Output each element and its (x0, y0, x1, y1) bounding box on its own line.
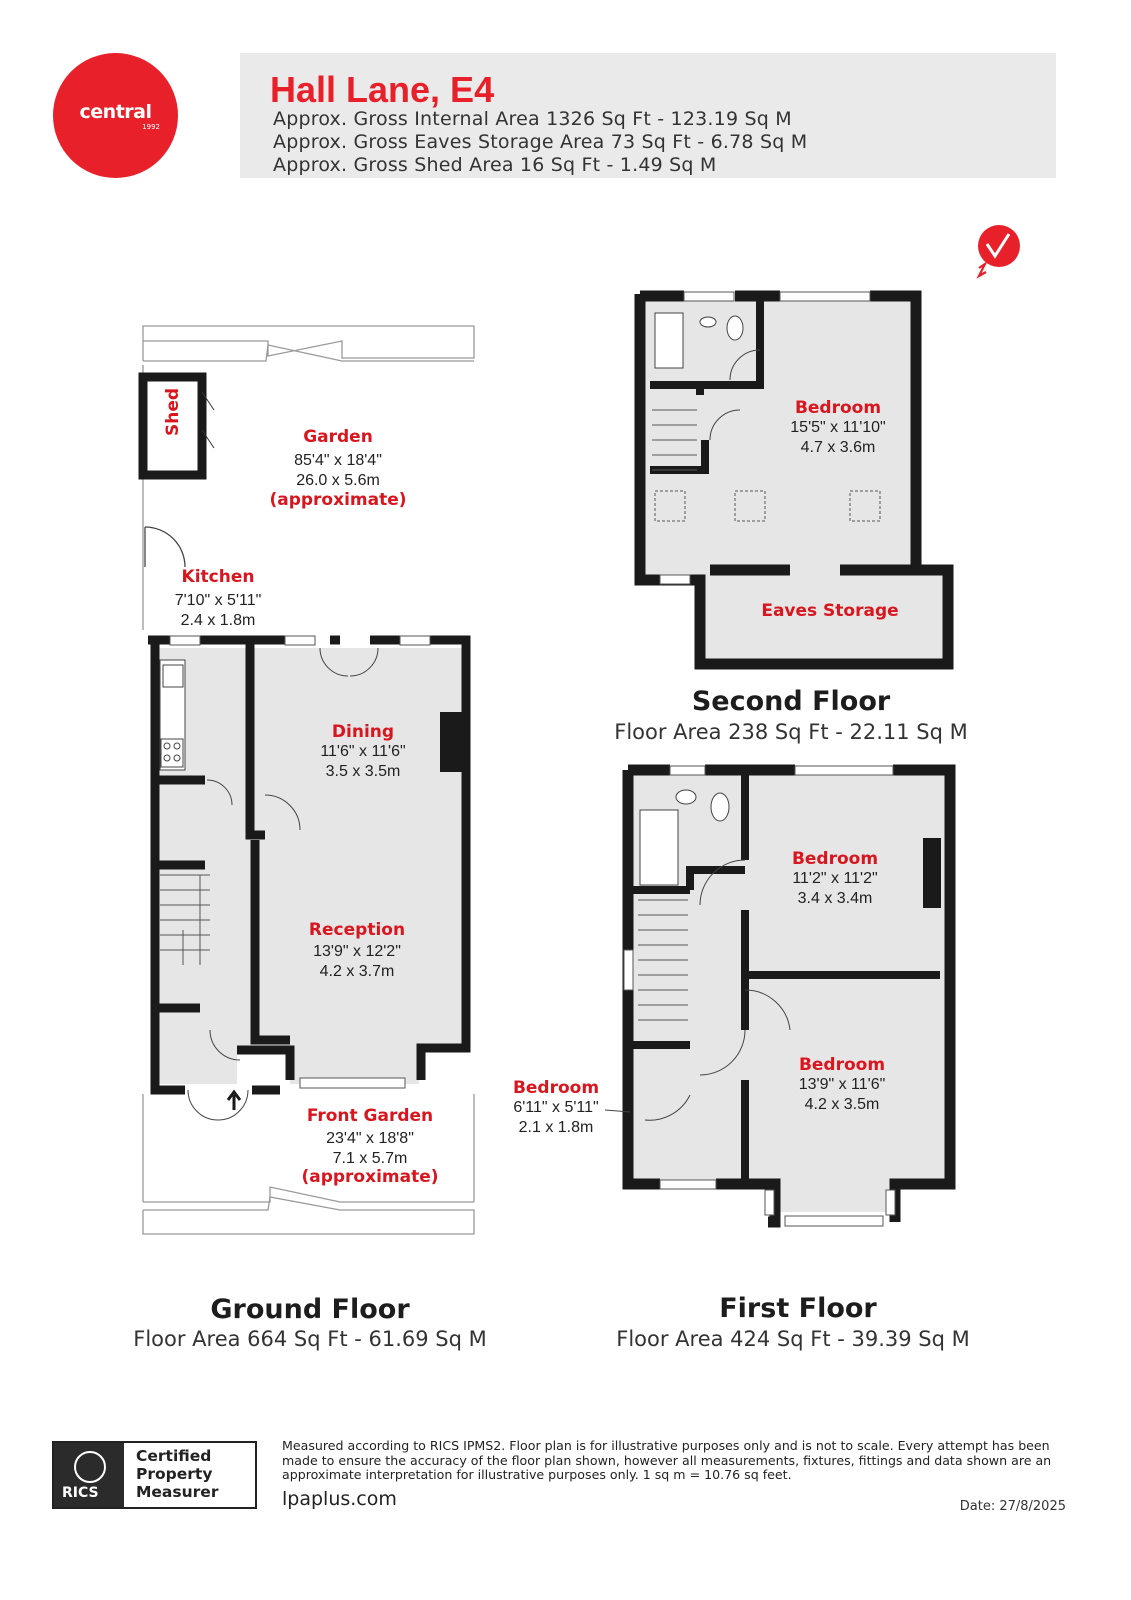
first-floor-area: Floor Area 424 Sq Ft - 39.39 Sq M (616, 1327, 970, 1351)
logo-text: central (79, 101, 152, 123)
gross-internal-area: Approx. Gross Internal Area 1326 Sq Ft -… (273, 108, 792, 130)
first-bedroom-small-name: Bedroom (512, 1078, 600, 1098)
dining-dim-metric: 3.5 x 3.5m (325, 763, 401, 780)
first-bedroom-rear-dim-metric: 3.4 x 3.4m (797, 890, 873, 907)
garden-dim-metric: 26.0 x 5.6m (296, 472, 380, 489)
gross-shed-area: Approx. Gross Shed Area 16 Sq Ft - 1.49 … (273, 154, 717, 176)
front-garden-name: Front Garden (306, 1106, 434, 1126)
garden-dim-imperial: 85'4" x 18'4" (294, 452, 382, 469)
ground-floor-plan (148, 635, 471, 1121)
first-bedroom-front-dim-imperial: 13'9" x 11'6" (798, 1076, 886, 1093)
first-bedroom-small-dim-imperial: 6'11" x 5'11" (513, 1099, 599, 1116)
front-garden-approx-note: (approximate) (301, 1167, 439, 1187)
reception-dim-metric: 4.2 x 3.7m (319, 963, 395, 980)
first-bedroom-rear-name: Bedroom (791, 849, 879, 869)
ground-floor-area: Floor Area 664 Sq Ft - 61.69 Sq M (133, 1327, 487, 1351)
property-line: Property (136, 1465, 213, 1483)
shed-label: Shed (163, 387, 183, 437)
north-arrow-icon (976, 225, 1020, 279)
garden-name: Garden (303, 427, 373, 447)
rics-crest-icon (74, 1451, 106, 1483)
rics-certification-badge: RICS Certified Property Measurer (52, 1441, 257, 1509)
second-bedroom-dim-imperial: 15'5" x 11'10" (790, 419, 886, 436)
front-garden-dim-metric: 7.1 x 5.7m (332, 1150, 408, 1167)
second-bedroom-name: Bedroom (794, 398, 882, 418)
first-floor-plan (604, 764, 956, 1228)
kitchen-name: Kitchen (181, 567, 255, 587)
ground-floor-title: Ground Floor (210, 1294, 410, 1325)
website-link[interactable]: lpaplus.com (282, 1488, 397, 1510)
garden-approx-note: (approximate) (269, 490, 407, 510)
brand-logo: central 1992 (53, 53, 178, 178)
disclaimer-text: Measured according to RICS IPMS2. Floor … (282, 1438, 1052, 1482)
certified-line: Certified (136, 1447, 212, 1465)
first-bedroom-front-name: Bedroom (798, 1055, 886, 1075)
logo-year: 1992 (142, 123, 160, 131)
first-bedroom-front-dim-metric: 4.2 x 3.5m (804, 1096, 880, 1113)
second-floor-plan (634, 290, 954, 670)
dining-name: Dining (331, 722, 395, 742)
shed-outline (138, 372, 215, 480)
first-bedroom-small-dim-metric: 2.1 x 1.8m (518, 1119, 594, 1136)
first-bedroom-rear-dim-imperial: 11'2" x 11'2" (792, 870, 878, 887)
first-floor-title: First Floor (719, 1293, 877, 1324)
front-garden-dim-imperial: 23'4" x 18'8" (326, 1130, 414, 1147)
property-title: Hall Lane, E4 (270, 69, 495, 110)
reception-dim-imperial: 13'9" x 12'2" (313, 943, 401, 960)
plan-date: Date: 27/8/2025 (959, 1499, 1066, 1514)
kitchen-dim-imperial: 7'10" x 5'11" (174, 592, 262, 609)
reception-name: Reception (308, 920, 406, 940)
dining-dim-imperial: 11'6" x 11'6" (320, 743, 406, 760)
second-floor-title: Second Floor (691, 686, 891, 717)
header-panel: Hall Lane, E4 Approx. Gross Internal Are… (240, 53, 1056, 178)
second-bedroom-dim-metric: 4.7 x 3.6m (800, 439, 876, 456)
rics-logo: RICS (54, 1443, 124, 1507)
second-floor-area: Floor Area 238 Sq Ft - 22.11 Sq M (614, 720, 968, 744)
rics-label: RICS (62, 1485, 99, 1501)
measurer-line: Measurer (136, 1483, 219, 1501)
eaves-storage-name: Eaves Storage (761, 601, 899, 621)
gross-eaves-area: Approx. Gross Eaves Storage Area 73 Sq F… (273, 131, 808, 153)
kitchen-dim-metric: 2.4 x 1.8m (180, 612, 256, 629)
